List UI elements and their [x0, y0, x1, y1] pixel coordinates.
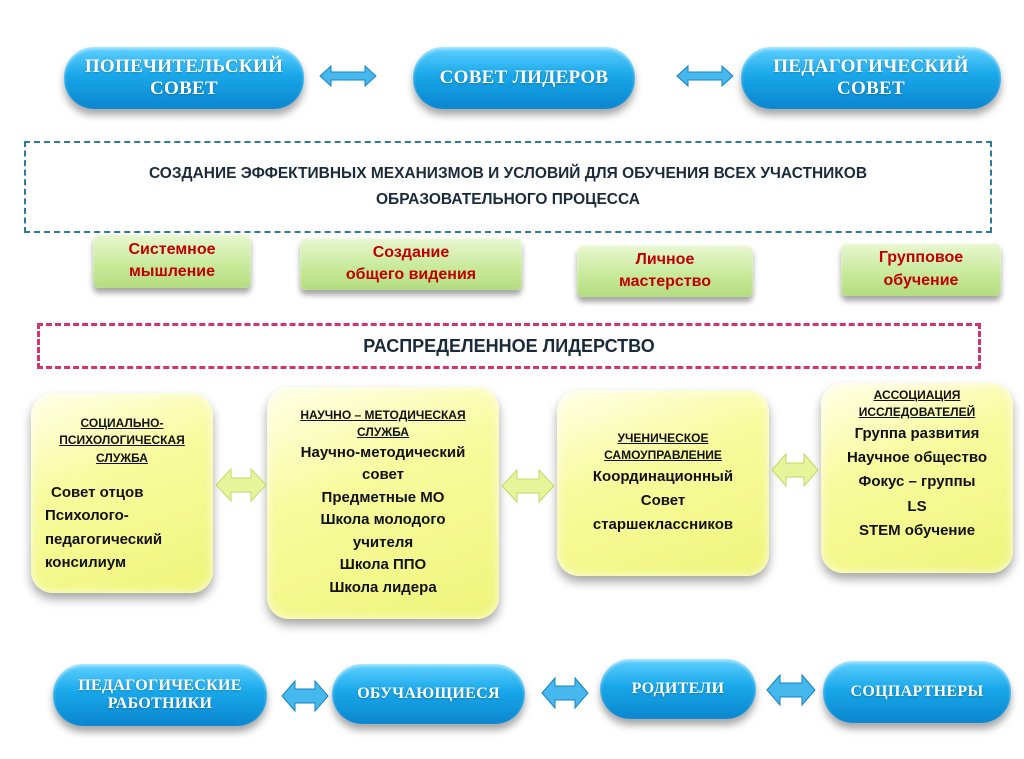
service-scientific-methodical: НАУЧНО – МЕТОДИЧЕСКАЯ СЛУЖБА Научно-мето…: [267, 387, 499, 619]
pill-students[interactable]: ОБУЧАЮЩИЕСЯ: [332, 664, 525, 724]
double-arrow-icon: [766, 673, 816, 707]
service-items: Группа развития Научное общество Фокус –…: [846, 424, 988, 539]
discipline-text: мастерство: [618, 273, 712, 290]
pill-parents[interactable]: РОДИТЕЛИ: [600, 659, 756, 719]
service-social-psychological: СОЦИАЛЬНО- ПСИХОЛОГИЧЕСКАЯ СЛУЖБА Совет …: [31, 393, 213, 593]
service-heading: АССОЦИАЦИЯ ИССЛЕДОВАТЕЛЕЙ: [858, 388, 976, 420]
pill-leaders-council[interactable]: СОВЕТ ЛИДЕРОВ: [413, 47, 635, 109]
double-arrow-icon: [281, 679, 329, 713]
discipline-shared-vision: Создание общего видения: [300, 238, 522, 290]
pill-text: СОВЕТ ЛИДЕРОВ: [439, 67, 609, 89]
discipline-text: Групповое: [878, 249, 964, 267]
pill-pedagogical-council[interactable]: ПЕДАГОГИЧЕСКИЙ СОВЕТ: [741, 47, 1001, 109]
service-researchers-association: АССОЦИАЦИЯ ИССЛЕДОВАТЕЛЕЙ Группа развити…: [821, 383, 1013, 573]
discipline-text: Личное: [635, 250, 695, 268]
pill-text: СОВЕТ: [149, 78, 219, 99]
double-arrow-icon: [676, 64, 734, 88]
pill-text: РОДИТЕЛИ: [631, 679, 725, 697]
double-arrow-icon: [771, 452, 819, 488]
pill-text: ПЕДАГОГИЧЕСКИЙ: [773, 56, 969, 78]
pill-teachers[interactable]: ПЕДАГОГИЧЕСКИЕ РАБОТНИКИ: [53, 664, 267, 726]
service-heading: НАУЧНО – МЕТОДИЧЕСКАЯ СЛУЖБА: [300, 408, 466, 440]
discipline-text: общего видения: [345, 266, 477, 283]
mission-text: СОЗДАНИЕ ЭФФЕКТИВНЫХ МЕХАНИЗМОВ И УСЛОВИ…: [148, 165, 868, 183]
pill-text: РАБОТНИКИ: [107, 695, 213, 712]
service-student-government: УЧЕНИЧЕСКОЕ САМОУПРАВЛЕНИЕ Координационн…: [557, 390, 769, 576]
service-items: Координационный Совет старшеклассников: [592, 467, 734, 533]
pill-text: ПОПЕЧИТЕЛЬСКИЙ: [84, 56, 284, 78]
pill-board-of-trustees[interactable]: ПОПЕЧИТЕЛЬСКИЙ СОВЕТ: [64, 47, 304, 109]
discipline-text: мышление: [128, 263, 216, 280]
pill-text: ОБУЧАЮЩИЕСЯ: [357, 684, 500, 702]
discipline-text: Создание: [372, 243, 450, 261]
leadership-box: РАСПРЕДЕЛЕННОЕ ЛИДЕРСТВО: [37, 323, 981, 369]
double-arrow-icon: [541, 676, 589, 710]
mission-box: СОЗДАНИЕ ЭФФЕКТИВНЫХ МЕХАНИЗМОВ И УСЛОВИ…: [24, 141, 992, 233]
pill-social-partners[interactable]: СОЦПАРТНЕРЫ: [823, 661, 1011, 723]
mission-text: ОБРАЗОВАТЕЛЬНОГО ПРОЦЕССА: [376, 191, 640, 208]
discipline-text: обучение: [883, 271, 959, 289]
discipline-team-learning: Групповое обучение: [841, 243, 1001, 296]
pill-text: СОЦПАРТНЕРЫ: [850, 682, 984, 700]
pill-text: ПЕДАГОГИЧЕСКИЕ: [78, 676, 242, 694]
double-arrow-icon: [215, 467, 267, 503]
service-heading: УЧЕНИЧЕСКОЕ САМОУПРАВЛЕНИЕ: [604, 431, 722, 463]
leadership-text: РАСПРЕДЕЛЕННОЕ ЛИДЕРСТВО: [363, 335, 655, 356]
double-arrow-icon: [501, 468, 555, 504]
discipline-text: Системное: [128, 240, 216, 258]
service-heading: СОЦИАЛЬНО- ПСИХОЛОГИЧЕСКАЯ СЛУЖБА: [59, 416, 185, 465]
discipline-systems-thinking: Системное мышление: [93, 234, 251, 288]
pill-text: СОВЕТ: [836, 78, 905, 99]
double-arrow-icon: [319, 64, 377, 88]
service-items: Научно-методический совет Предметные МО …: [300, 443, 466, 596]
service-items: Совет отцов Психолого- педагогический ко…: [45, 484, 163, 571]
discipline-personal-mastery: Личное мастерство: [577, 245, 753, 297]
